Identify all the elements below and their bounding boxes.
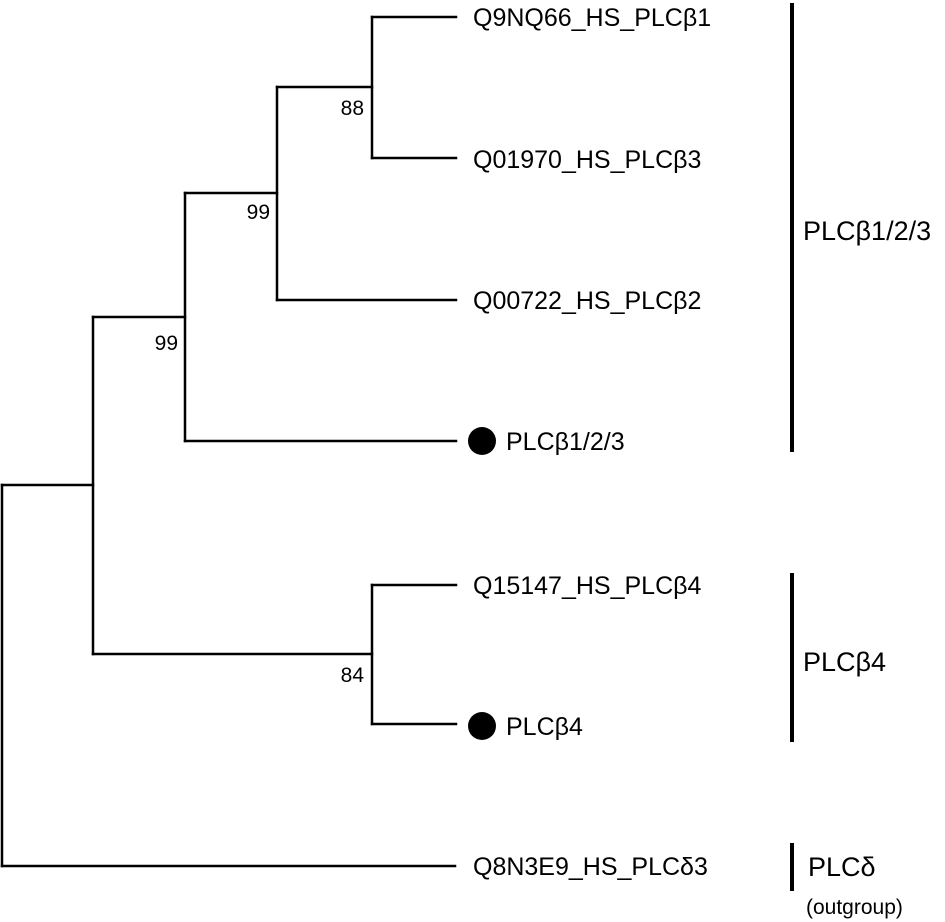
filled-circle-marker: [468, 712, 496, 740]
leaf-label: PLCβ1/2/3: [506, 428, 625, 456]
clade-label: PLCδ: [808, 852, 876, 882]
leaf-label: PLCβ4: [506, 713, 583, 741]
bootstrap-label: 99: [155, 332, 178, 355]
leaf-label: Q15147_HS_PLCβ4: [473, 572, 702, 600]
bootstrap-label: 99: [247, 201, 270, 224]
clade-label: PLCβ4: [803, 647, 886, 677]
filled-circle-marker: [468, 427, 496, 455]
leaf-label: Q01970_HS_PLCβ3: [473, 146, 701, 174]
bootstrap-label: 88: [341, 97, 364, 120]
tree-branches: [0, 15, 458, 868]
leaf-label: Q8N3E9_HS_PLCδ3: [473, 853, 708, 881]
leaf-label: Q00722_HS_PLCβ2: [473, 287, 701, 315]
bootstrap-values: 88 99 99 84: [155, 97, 365, 687]
clade-labels: PLCβ1/2/3 PLCβ4 PLCδ (outgroup): [803, 216, 931, 919]
clade-label: PLCβ1/2/3: [803, 216, 931, 246]
leaf-markers: [468, 427, 496, 740]
bootstrap-label: 84: [341, 664, 365, 687]
outgroup-note: (outgroup): [806, 896, 903, 919]
leaf-labels: Q9NQ66_HS_PLCβ1 Q01970_HS_PLCβ3 Q00722_H…: [473, 4, 711, 881]
leaf-label: Q9NQ66_HS_PLCβ1: [473, 4, 711, 32]
